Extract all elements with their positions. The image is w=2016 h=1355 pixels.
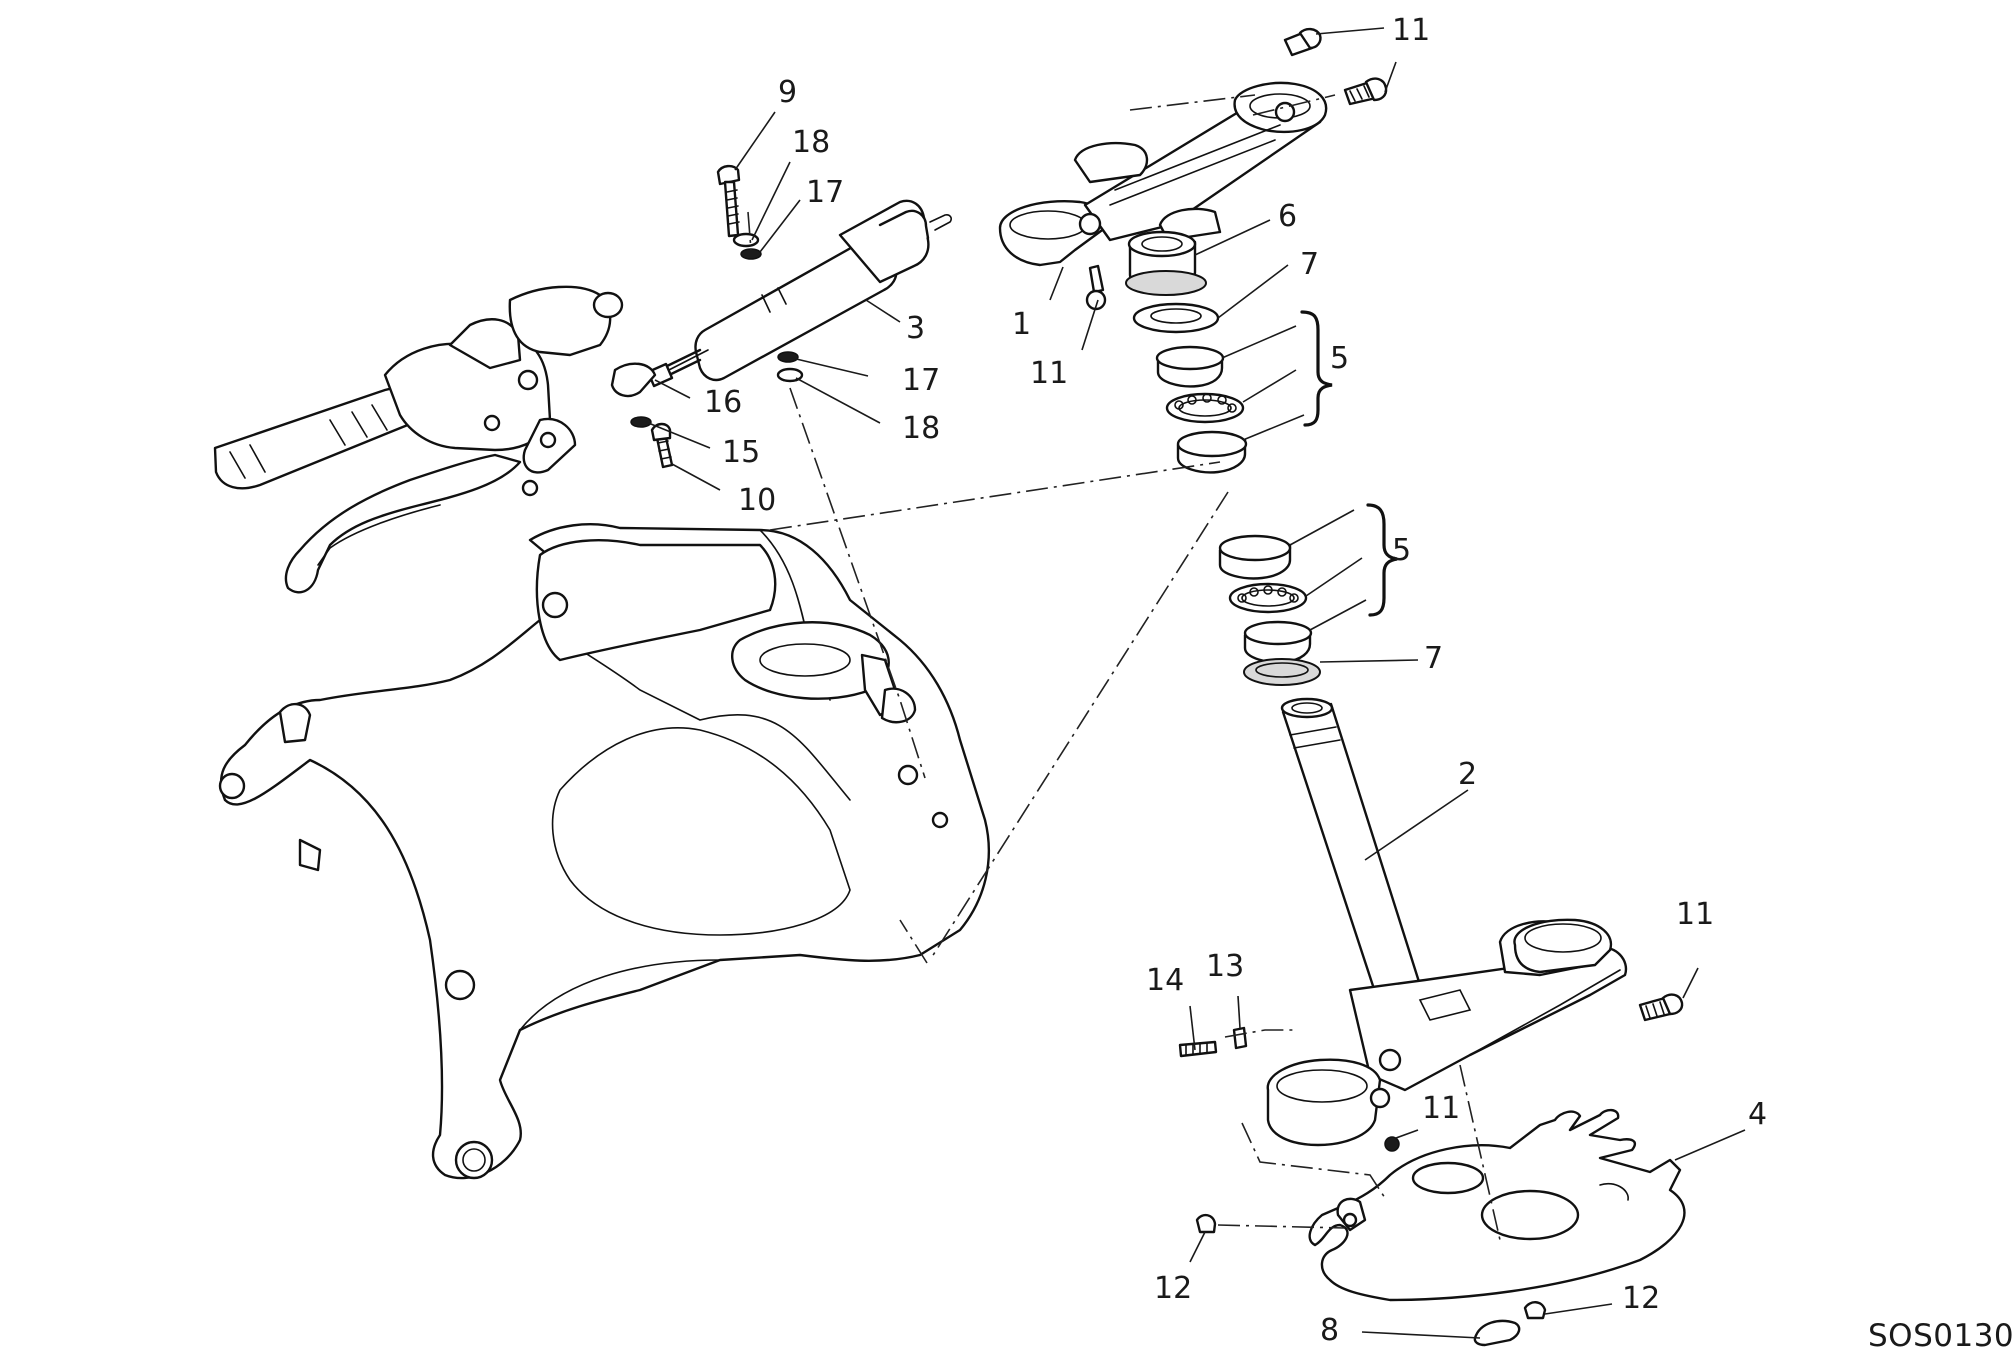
leader-lines [645,27,1746,1339]
callout-12-right: 12 [1622,1281,1660,1316]
callout-11-top-left: 11 [1030,356,1068,391]
clutch-lever-assembly [213,285,624,594]
drawing-code: SOS01303 [1868,1318,2016,1354]
frame [218,523,991,1180]
bearing-kit-braces [1300,310,1398,617]
callout-12-left: 12 [1154,1271,1192,1306]
callout-11-top-right: 11 [1392,13,1430,48]
steering-nut [1125,230,1207,296]
callout-11-lower-center: 11 [1422,1091,1460,1126]
callout-18-lower: 18 [902,411,940,446]
callout-14: 14 [1146,963,1184,998]
callout-16: 16 [704,385,742,420]
callout-labels: 11 11 11 11 1 6 7 5 5 7 2 3 4 8 9 10 12 … [704,13,1767,1348]
callout-4: 4 [1748,1097,1767,1132]
callout-10: 10 [738,483,776,518]
upper-bearing-stack [1132,302,1248,474]
plate-screws-and-cap [1195,1213,1547,1347]
callout-13: 13 [1206,949,1244,984]
steering-stem [1280,697,1422,994]
callout-8: 8 [1320,1313,1339,1348]
damper-hardware [610,164,804,469]
lower-bearing-stack [1218,534,1321,686]
callout-1: 1 [1012,307,1031,342]
callout-3: 3 [906,311,925,346]
callout-6: 6 [1278,199,1297,234]
assembly-axis-lines [747,94,1501,1241]
callout-2: 2 [1458,757,1477,792]
steering-damper [646,199,952,388]
upper-clamp-bolts [1085,27,1388,311]
callout-11-lower-right: 11 [1676,897,1714,932]
steering-plate [1308,1108,1686,1302]
lower-triple-clamp [1266,918,1628,1147]
callout-7-upper: 7 [1300,247,1319,282]
callout-15: 15 [722,435,760,470]
callout-5-upper: 5 [1330,341,1349,376]
callout-17-upper: 17 [806,175,844,210]
callout-17-lower: 17 [902,363,940,398]
callout-9: 9 [778,75,797,110]
callout-5-lower: 5 [1392,533,1411,568]
callout-18-upper: 18 [792,125,830,160]
lower-clamp-hardware [1178,993,1684,1152]
upper-triple-clamp [998,81,1328,267]
callout-7-lower: 7 [1424,641,1443,676]
